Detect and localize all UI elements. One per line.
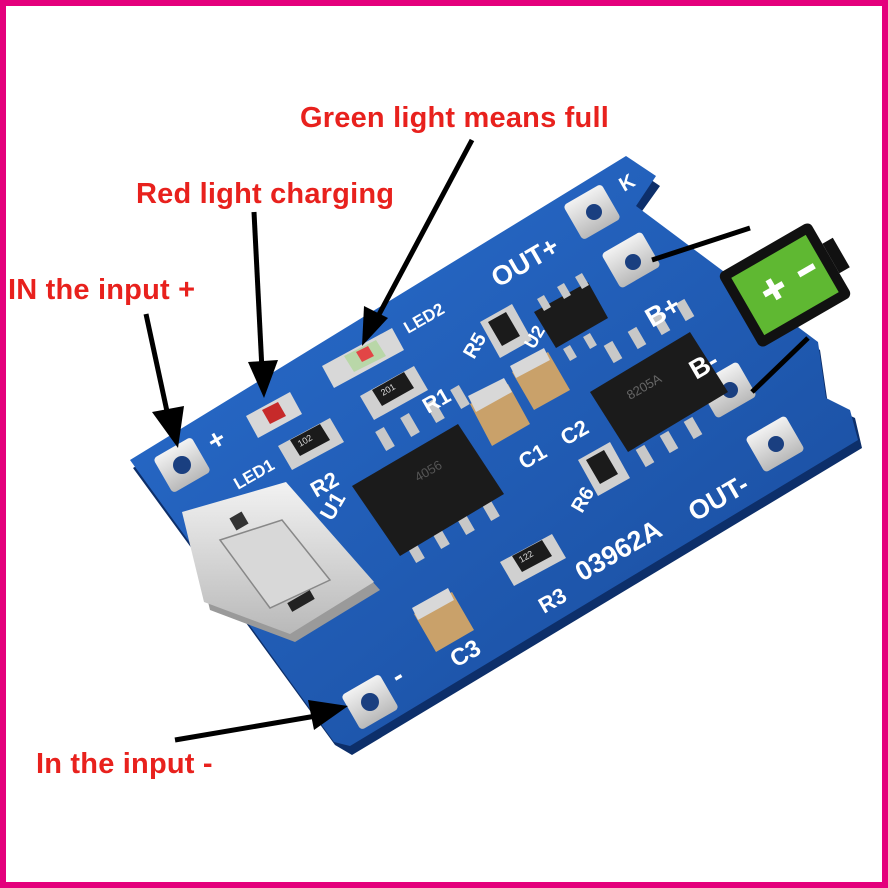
led2-green <box>322 328 404 388</box>
arrow-input-minus-head <box>308 700 348 730</box>
ic-dual-mosfet: 8205A <box>590 298 728 468</box>
resistor-r2: 102 <box>278 418 344 470</box>
label-input-minus: In the input - <box>36 748 213 780</box>
pad-b-plus <box>602 232 660 288</box>
pad-in-minus <box>342 675 398 729</box>
arrow-input-minus-line <box>174 713 317 743</box>
capacitor-c1 <box>468 378 530 446</box>
micro-usb-connector <box>182 482 380 642</box>
arrow-green-led-line <box>372 138 475 324</box>
arrow-red-led-line <box>251 211 265 371</box>
label-green-light-full: Green light means full <box>300 102 609 134</box>
capacitor-c3 <box>412 588 474 652</box>
battery-icon <box>719 223 851 347</box>
resistor-r5 <box>480 304 532 358</box>
battery-minus-line <box>750 336 810 394</box>
arrow-red-led-head <box>248 360 278 398</box>
label-red-light-charging: Red light charging <box>136 178 395 210</box>
capacitor-c2 <box>510 348 570 410</box>
label-input-plus: IN the input + <box>8 274 196 306</box>
pad-in-plus <box>154 438 210 492</box>
ic-u2 <box>534 272 608 362</box>
pcb-board <box>130 156 862 755</box>
callout-arrows <box>143 138 810 743</box>
pad-out-minus <box>746 416 804 472</box>
arrow-green-led-head <box>362 306 388 346</box>
led1-red <box>246 392 302 438</box>
arrow-input-plus-head <box>152 406 184 448</box>
pad-out-plus <box>564 185 620 239</box>
resistor-r1: 201 <box>360 366 428 420</box>
battery-plus-line <box>651 225 751 263</box>
resistor-r6 <box>578 442 630 496</box>
arrow-input-plus-line <box>143 313 171 417</box>
ic-u1: 4056 <box>352 384 504 564</box>
resistor-r3: 122 <box>500 534 566 586</box>
